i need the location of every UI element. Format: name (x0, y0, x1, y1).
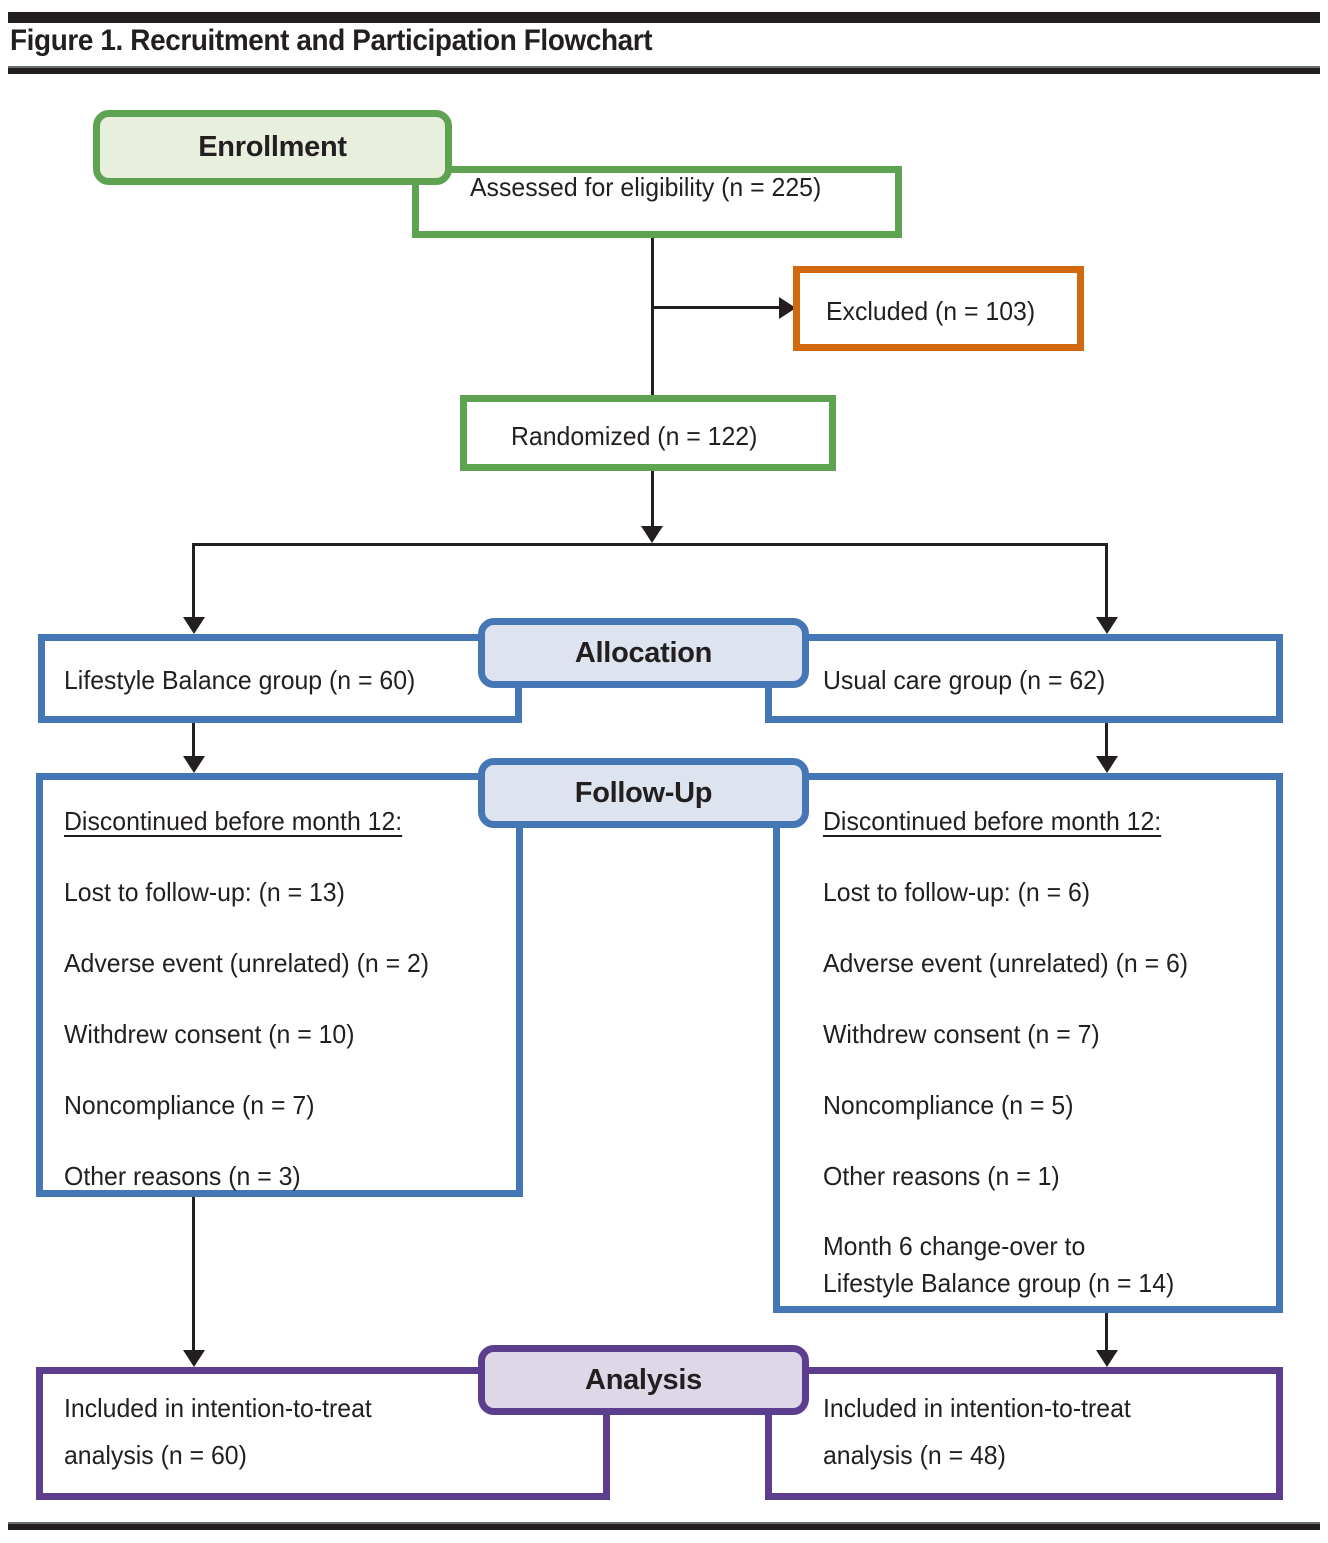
connector-split-right (1105, 543, 1108, 617)
connector-followup-left-to-analysis (192, 1197, 195, 1350)
node-allocation-left-label: Lifestyle Balance group (n = 60) (64, 665, 416, 695)
followup-left-item-4: Other reasons (n = 3) (64, 1160, 301, 1191)
arrowhead-alloc-right (1096, 617, 1118, 634)
stage-label-analysis: Analysis (478, 1345, 809, 1415)
node-assessed-box (412, 166, 902, 238)
connector-followup-right-to-analysis (1105, 1313, 1108, 1350)
bottom-rule (8, 1522, 1320, 1530)
node-analysis-right-line2: analysis (n = 48) (823, 1439, 1006, 1470)
node-followup-right-box (773, 773, 1283, 1313)
connector-split-horizontal (192, 543, 1107, 546)
followup-left-item-2: Withdrew consent (n = 10) (64, 1018, 355, 1049)
stage-label-allocation: Allocation (478, 618, 809, 688)
node-excluded-label: Excluded (n = 103) (826, 296, 1036, 326)
node-analysis-left-line2: analysis (n = 60) (64, 1439, 247, 1470)
node-assessed-label: Assessed for eligibility (n = 225) (470, 172, 822, 202)
followup-left-content: Discontinued before month 12: Lost to fo… (64, 803, 504, 1194)
arrowhead-analysis-left (183, 1350, 205, 1367)
top-rule (8, 12, 1320, 23)
followup-right-item-3: Noncompliance (n = 5) (823, 1089, 1074, 1120)
node-analysis-right-line1: Included in intention-to-treat (823, 1393, 1131, 1423)
arrowhead-alloc-left (183, 617, 205, 634)
followup-right-item-0: Lost to follow-up: (n = 6) (823, 876, 1091, 907)
node-analysis-right-box (765, 1367, 1283, 1500)
stage-label-followup: Follow-Up (478, 758, 809, 828)
connector-alloc-right-to-followup (1105, 723, 1108, 760)
page-title: Figure 1. Recruitment and Participation … (10, 24, 653, 57)
stage-label-enrollment: Enrollment (93, 110, 452, 185)
arrowhead-followup-left (183, 756, 205, 773)
followup-left-item-0: Lost to follow-up: (n = 13) (64, 876, 345, 907)
arrowhead-to-excluded (779, 297, 796, 319)
arrowhead-randomized-split (641, 526, 663, 543)
connector-to-excluded (651, 306, 785, 309)
node-randomized-box (460, 395, 836, 471)
followup-left-item-1: Adverse event (unrelated) (n = 2) (64, 947, 430, 978)
followup-right-changeover-line2: Lifestyle Balance group (n = 14) (823, 1268, 1175, 1299)
node-randomized-label: Randomized (n = 122) (511, 421, 758, 451)
followup-right-item-2: Withdrew consent (n = 7) (823, 1018, 1100, 1049)
arrowhead-followup-right (1096, 756, 1118, 773)
connector-randomized-down (651, 471, 654, 526)
connector-alloc-left-to-followup (192, 723, 195, 760)
node-followup-left-box (36, 773, 523, 1197)
followup-right-heading: Discontinued before month 12: (823, 806, 1162, 836)
followup-left-item-3: Noncompliance (n = 7) (64, 1089, 315, 1120)
node-allocation-right-label: Usual care group (n = 62) (823, 665, 1106, 695)
node-analysis-left-line1: Included in intention-to-treat (64, 1393, 372, 1423)
analysis-left-content: Included in intention-to-treat analysis … (64, 1390, 584, 1474)
analysis-right-content: Included in intention-to-treat analysis … (823, 1390, 1293, 1474)
followup-right-item-1: Adverse event (unrelated) (n = 6) (823, 947, 1189, 978)
arrowhead-analysis-right (1096, 1350, 1118, 1367)
followup-left-heading: Discontinued before month 12: (64, 806, 403, 836)
title-underrule (8, 66, 1320, 74)
followup-right-item-4: Other reasons (n = 1) (823, 1160, 1060, 1191)
node-excluded-box (793, 266, 1084, 351)
followup-right-changeover-line1: Month 6 change-over to (823, 1231, 1086, 1262)
followup-right-content: Discontinued before month 12: Lost to fo… (823, 803, 1273, 1302)
node-analysis-left-box (36, 1367, 610, 1500)
connector-assessed-to-randomized (651, 238, 654, 403)
connector-split-left (192, 543, 195, 617)
